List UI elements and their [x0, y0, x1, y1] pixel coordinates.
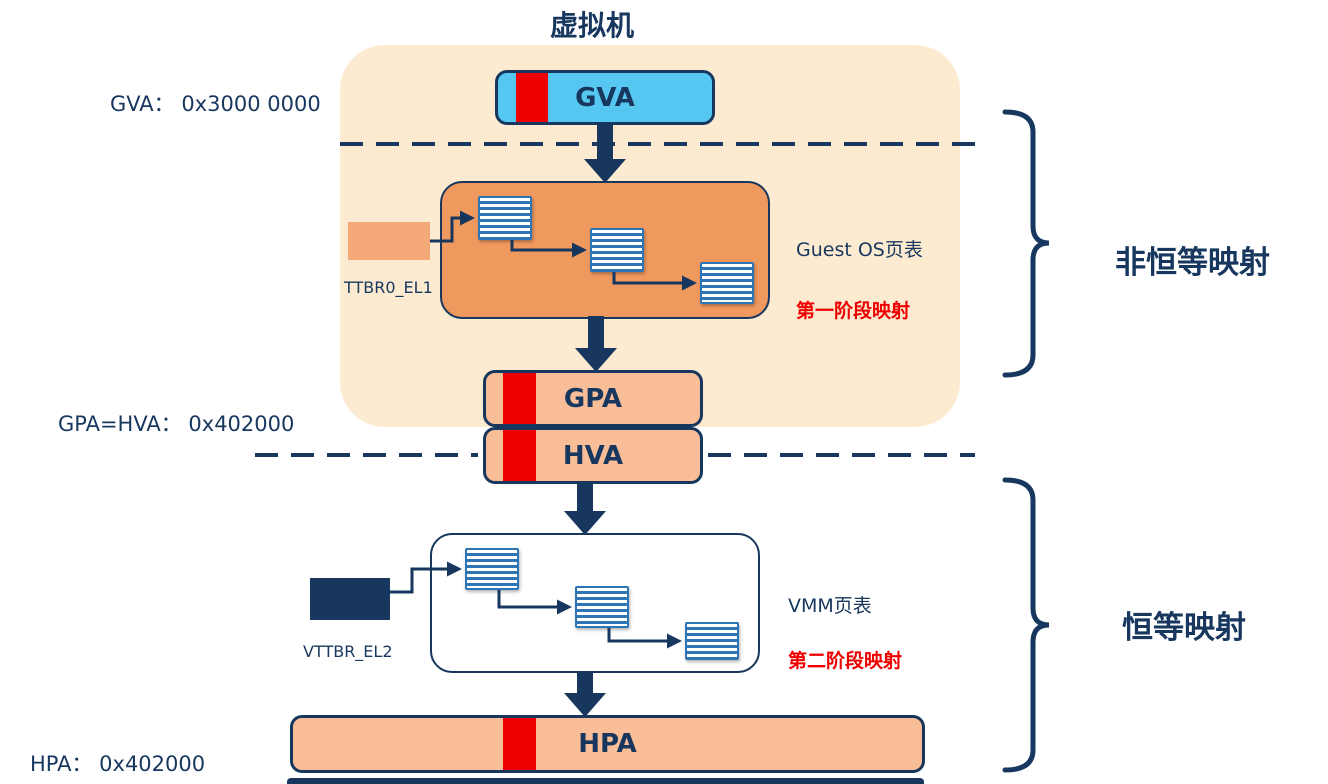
hpa-box-label: HPA	[578, 729, 637, 759]
identity-mapping-label: 恒等映射	[1122, 610, 1246, 646]
diagram-title: 虚拟机	[549, 9, 634, 42]
stage2-table-title: VMM页表	[788, 595, 872, 617]
non-identity-brace	[1002, 109, 1050, 378]
gpa-red-offset-stripe	[503, 373, 536, 424]
bottom-cropped-bar	[287, 778, 924, 784]
gpa-hva-address-value-label: GPA=HVA： 0x402000	[58, 412, 295, 436]
arrow-hva-to-stage2-icon	[564, 482, 606, 535]
ttbr0-el1-register-box	[348, 222, 430, 260]
arrow-stage2-to-hpa-icon	[564, 671, 606, 717]
ttbr0-el1-register-label: TTBR0_EL1	[344, 278, 433, 297]
gpa-box: GPA	[483, 370, 703, 427]
page-table-icon	[575, 586, 629, 628]
stage1-table-title: Guest OS页表	[796, 239, 923, 261]
hva-red-offset-stripe	[503, 430, 536, 481]
vttbr-el2-register-label: VTTBR_EL2	[303, 642, 393, 661]
page-table-icon	[590, 228, 644, 272]
hpa-box: HPA	[290, 715, 925, 773]
page-table-icon	[465, 548, 519, 590]
gva-box-label: GVA	[575, 82, 635, 113]
hpa-address-value-label: HPA： 0x402000	[30, 752, 206, 776]
vttbr-el2-register-box	[310, 578, 390, 620]
hpa-red-offset-stripe	[503, 718, 536, 770]
gva-box: GVA	[495, 70, 715, 125]
gva-address-value-label: GVA： 0x3000 0000	[110, 92, 321, 116]
hva-box-label: HVA	[562, 440, 624, 471]
non-identity-mapping-label: 非恒等映射	[1115, 245, 1270, 281]
stage1-mapping-title: 第一阶段映射	[796, 300, 911, 322]
stage2-mapping-title: 第二阶段映射	[788, 650, 903, 672]
hva-box: HVA	[483, 427, 703, 484]
gva-red-offset-stripe	[516, 73, 548, 122]
identity-brace	[1002, 477, 1050, 773]
page-table-icon	[478, 196, 532, 240]
gpa-box-label: GPA	[563, 383, 623, 414]
page-table-icon	[685, 622, 739, 660]
page-table-icon	[700, 262, 754, 304]
